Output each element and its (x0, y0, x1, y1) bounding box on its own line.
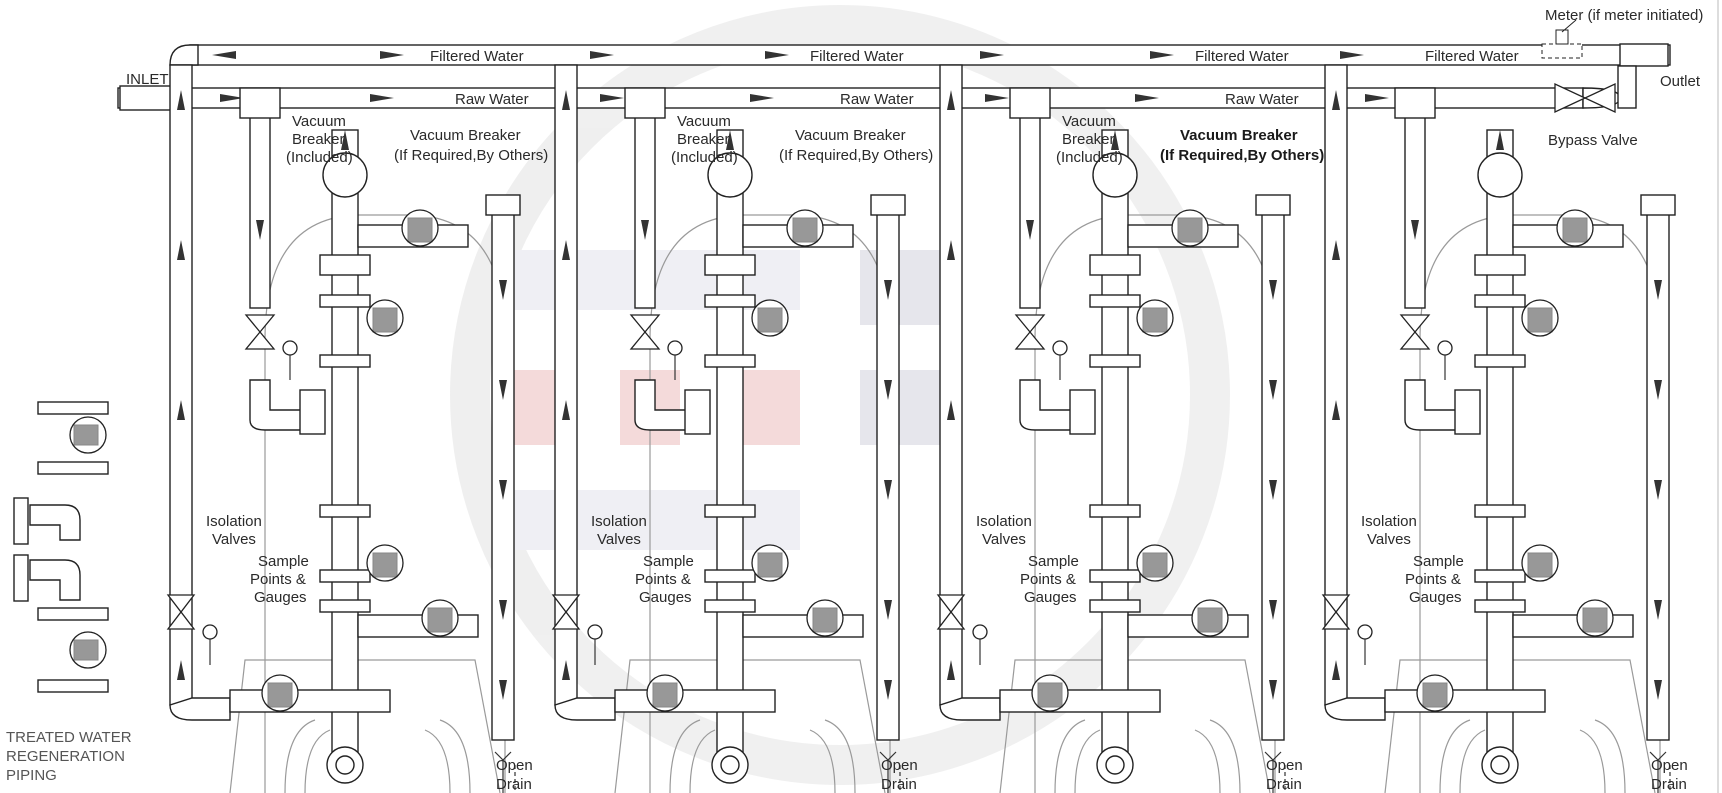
vacuum-req-2: (If Required,By Others) (1160, 147, 1324, 164)
drain-1: Open (881, 757, 918, 774)
isolation-2: Valves (982, 531, 1026, 548)
regeneration-label: REGENERATION (6, 748, 125, 765)
vacuum-incl-2: Breaker (677, 131, 730, 148)
piping-label: PIPING (6, 767, 57, 784)
filtered-water-label-3: Filtered Water (1195, 48, 1289, 65)
vacuum-req-1: Vacuum Breaker (410, 127, 521, 144)
filter-unit-4 (1322, 64, 1676, 793)
sample-1: Sample (258, 553, 309, 570)
meter-icon (1541, 19, 1583, 59)
vacuum-incl-2: Breaker (1062, 131, 1115, 148)
sample-3: Gauges (254, 589, 307, 606)
filtered-water-header (169, 44, 1671, 66)
sample-3: Gauges (1024, 589, 1077, 606)
outlet-pipe (1619, 43, 1669, 67)
vacuum-req-2: (If Required,By Others) (394, 147, 548, 164)
drain-1: Open (496, 757, 533, 774)
vacuum-req-2: (If Required,By Others) (779, 147, 933, 164)
vacuum-incl-2: Breaker (292, 131, 345, 148)
unit-4-labels: Isolation Valves Sample Points & Gauges … (1361, 513, 1688, 793)
vacuum-incl-1: Vacuum (292, 113, 346, 130)
vacuum-req-1: Vacuum Breaker (1180, 127, 1298, 144)
isolation-1: Isolation (591, 513, 647, 530)
vacuum-incl-3: (Included) (671, 149, 738, 166)
sample-2: Points & (635, 571, 691, 588)
isolation-2: Valves (1367, 531, 1411, 548)
drain-2: Drain (496, 776, 532, 793)
isolation-1: Isolation (976, 513, 1032, 530)
drain-2: Drain (881, 776, 917, 793)
drain-1: Open (1266, 757, 1303, 774)
outlet-label: Outlet (1660, 73, 1701, 90)
regeneration-piping-legend (13, 401, 109, 693)
vacuum-incl-1: Vacuum (677, 113, 731, 130)
vacuum-incl-1: Vacuum (1062, 113, 1116, 130)
raw-water-label-1: Raw Water (455, 91, 529, 108)
sample-2: Points & (1405, 571, 1461, 588)
sample-3: Gauges (639, 589, 692, 606)
sample-2: Points & (250, 571, 306, 588)
meter-label: Meter (if meter initiated) (1545, 7, 1703, 24)
unit-2-labels: Vacuum Breaker (Included) Vacuum Breaker… (591, 113, 933, 793)
isolation-1: Isolation (1361, 513, 1417, 530)
sample-3: Gauges (1409, 589, 1462, 606)
isolation-2: Valves (212, 531, 256, 548)
isolation-2: Valves (597, 531, 641, 548)
filtered-water-label-2: Filtered Water (810, 48, 904, 65)
isolation-1: Isolation (206, 513, 262, 530)
vacuum-incl-3: (Included) (286, 149, 353, 166)
bypass-valve-icon (1554, 65, 1637, 114)
filtered-water-label-1: Filtered Water (430, 48, 524, 65)
vacuum-req-1: Vacuum Breaker (795, 127, 906, 144)
drain-2: Drain (1266, 776, 1302, 793)
sample-2: Points & (1020, 571, 1076, 588)
inlet-label: INLET (126, 71, 169, 88)
raw-water-label-3: Raw Water (1225, 91, 1299, 108)
bypass-valve-label: Bypass Valve (1548, 132, 1638, 149)
sample-1: Sample (643, 553, 694, 570)
drain-2: Drain (1651, 776, 1687, 793)
sample-1: Sample (1028, 553, 1079, 570)
filtered-water-label-4: Filtered Water (1425, 48, 1519, 65)
vacuum-incl-3: (Included) (1056, 149, 1123, 166)
unit-1-labels: Vacuum Breaker (Included) Vacuum Breaker… (206, 113, 548, 793)
treated-water-label: TREATED WATER (6, 729, 132, 746)
unit-3-labels: Vacuum Breaker (Included) Vacuum Breaker… (976, 113, 1324, 793)
raw-water-label-2: Raw Water (840, 91, 914, 108)
drain-1: Open (1651, 757, 1688, 774)
filter-unit-3 (937, 64, 1291, 793)
sample-1: Sample (1413, 553, 1464, 570)
